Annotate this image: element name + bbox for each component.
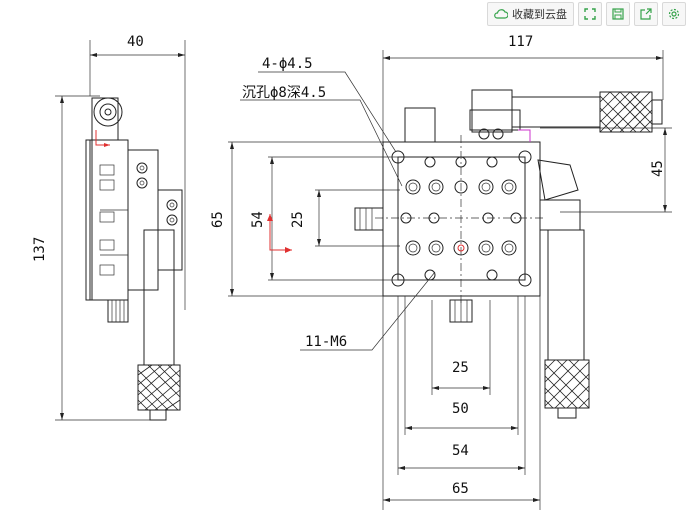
- dim-offset-45: 45: [650, 160, 666, 177]
- save-to-cloud-label: 收藏到云盘: [512, 8, 567, 21]
- dim-height-25: 25: [290, 211, 306, 228]
- settings-icon: [668, 8, 680, 20]
- save-button[interactable]: [606, 2, 630, 26]
- fullscreen-button[interactable]: [578, 2, 602, 26]
- image-toolbar: 收藏到云盘: [487, 2, 686, 26]
- save-icon: [612, 8, 624, 20]
- share-button[interactable]: [634, 2, 658, 26]
- save-to-cloud-button[interactable]: 收藏到云盘: [487, 2, 574, 26]
- dim-height-65: 65: [210, 211, 226, 228]
- share-icon: [640, 8, 652, 20]
- fullscreen-icon: [584, 8, 596, 20]
- dim-bottom-25: 25: [452, 360, 469, 376]
- dim-bottom-50: 50: [452, 401, 469, 417]
- dim-bottom-54: 54: [452, 443, 469, 459]
- dim-top-width: 117: [508, 34, 533, 50]
- dim-bottom-65: 65: [452, 481, 469, 497]
- cloud-icon: [494, 9, 508, 19]
- counterbore-spec-label: 沉孔ϕ8深4.5: [242, 85, 326, 101]
- thread-spec-label: 11-M6: [305, 334, 347, 350]
- settings-button[interactable]: [662, 2, 686, 26]
- top-view: [228, 50, 672, 510]
- dim-side-height: 137: [32, 237, 48, 262]
- hole-spec-label: 4-ϕ4.5: [262, 56, 313, 72]
- dim-height-54: 54: [250, 211, 266, 228]
- side-view: [55, 40, 186, 421]
- dim-side-width: 40: [127, 34, 144, 50]
